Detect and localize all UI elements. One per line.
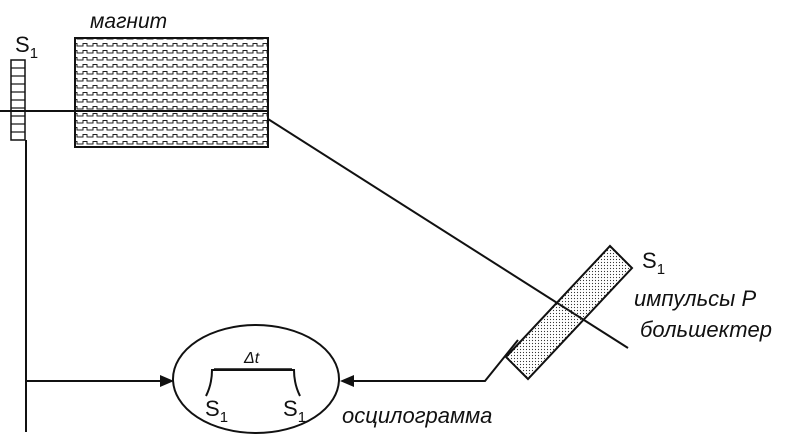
magnet-label: магнит [90,10,167,33]
detector-top-left [10,59,26,141]
detector-right [504,244,634,381]
delta-t-label: Δt [243,350,260,367]
oscillogram-label: осцилограмма [342,403,492,428]
pulses-label-line1: импульсы Р [634,286,756,311]
pulses-label-line2: большектер [640,317,772,342]
pulse-trace [205,369,301,397]
detector-top-left-label: S1 [15,32,38,62]
signal-wires [25,140,519,432]
oscilloscope [172,324,340,434]
magnet [74,37,269,148]
osc-right-label: S1 [283,396,306,426]
osc-left-label: S1 [205,396,228,426]
detector-right-label: S1 [642,248,665,278]
arrowheads [160,375,354,387]
